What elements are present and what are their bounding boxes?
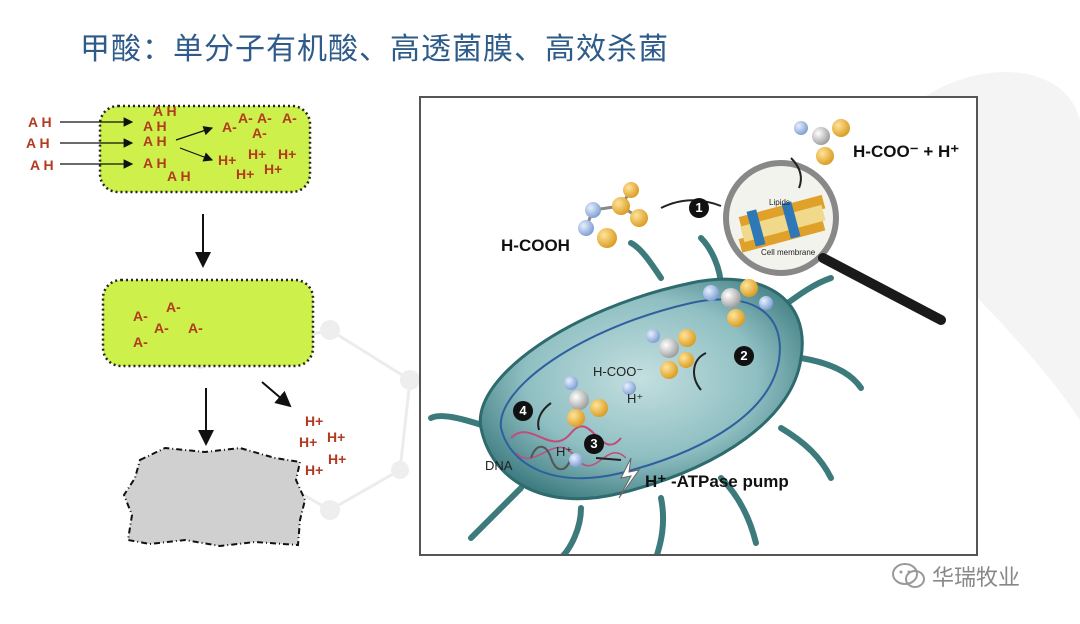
label-cell-membrane: Cell membrane: [761, 248, 816, 257]
cell-1: [98, 104, 312, 194]
label-atpase-pump: H⁺ -ATPase pump: [645, 472, 789, 491]
cell1-ah: A H: [143, 155, 167, 171]
cell-2: [101, 278, 315, 368]
outside-ah-1: A H: [28, 114, 52, 130]
outside-ah-3: A H: [30, 157, 54, 173]
cell2-a-minus: A-: [188, 320, 203, 336]
step-4-badge: 4: [513, 401, 533, 421]
watermark-text: 华瑞牧业: [932, 566, 1021, 591]
cell1-h-plus: H+: [248, 146, 267, 162]
step-2-badge: 2: [734, 346, 754, 366]
label-lipids: Lipids: [769, 198, 790, 207]
cell2-a-minus: A-: [133, 308, 148, 324]
cell1-h-plus: H+: [278, 146, 297, 162]
bacteria-illustration: 1 2 3 4 H-COOH H-COO⁻ + H⁺ H-COO⁻ H⁺ H⁺ …: [419, 96, 978, 556]
cell2-a-minus: A-: [154, 320, 169, 336]
released-h-plus: H+: [305, 413, 324, 429]
step-3-badge: 3: [584, 434, 604, 454]
cell1-h-plus: H+: [236, 166, 255, 182]
cell1-a-minus: A-: [257, 110, 272, 126]
step-1-badge: 1: [689, 198, 709, 218]
cell1-ah: A H: [153, 103, 177, 119]
label-h-cooh: H-COOH: [501, 236, 570, 255]
cell1-a-minus: A-: [222, 119, 237, 135]
left-diagram: [60, 104, 315, 548]
cell1-h-plus: H+: [264, 161, 283, 177]
cell2-a-minus: A-: [166, 299, 181, 315]
released-h-plus: H+: [328, 451, 347, 467]
released-h-plus: H+: [327, 429, 346, 445]
outside-ah-2: A H: [26, 135, 50, 151]
label-h-coo-h: H-COO⁻ + H⁺: [853, 142, 960, 161]
released-h-plus: H+: [299, 434, 318, 450]
released-h-plus: H+: [305, 462, 324, 478]
label-dna: DNA: [485, 458, 513, 473]
wechat-icon: [892, 563, 925, 588]
cell1-a-minus: A-: [238, 110, 253, 126]
cell2-a-minus: A-: [133, 334, 148, 350]
page-title: 甲酸：单分子有机酸、高透菌膜、高效杀菌: [80, 32, 669, 67]
cell1-a-minus: A-: [252, 125, 267, 141]
label-inner-h-plus-1: H⁺: [627, 391, 644, 406]
label-inner-hcoo: H-COO⁻: [593, 364, 644, 379]
cell1-a-minus: A-: [282, 110, 297, 126]
cell1-ah: A H: [167, 168, 191, 184]
dead-cell: [122, 446, 307, 548]
label-inner-h-plus-2: H⁺: [556, 444, 573, 459]
cell1-ah: A H: [143, 133, 167, 149]
cell1-h-plus: H+: [218, 152, 237, 168]
formic-acid-molecule: [578, 182, 648, 248]
cell1-ah: A H: [143, 118, 167, 134]
